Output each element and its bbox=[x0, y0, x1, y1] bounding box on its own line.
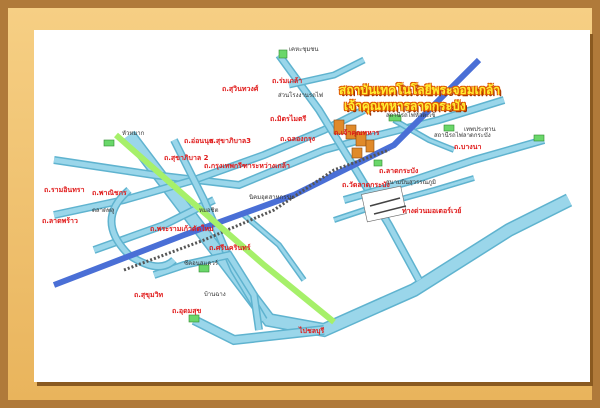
place-label: บ้านฉาง bbox=[204, 291, 226, 298]
road-label: ถ.สุวินทวงศ์ bbox=[222, 85, 259, 93]
place-label: หมอชิต bbox=[199, 207, 219, 214]
campus-buildings bbox=[333, 119, 375, 159]
place-label: สถานีรถไฟลาดกระบัง bbox=[434, 132, 491, 139]
road-label: ถ.ฉลองกรุง bbox=[280, 135, 315, 143]
road-label: ถ.สุขาภิบาล3 bbox=[209, 137, 252, 145]
road-label: ถ.กรุงเทพกรีฑาระหว่างเกล้า bbox=[204, 162, 290, 170]
railway-line bbox=[123, 148, 390, 272]
title-line-1: สถาบันเทคโนโลยีพระจอมเกล้า bbox=[339, 83, 501, 97]
road-label: ถ.ลาดพร้าว bbox=[42, 217, 78, 225]
place-label: ซีคอนสแควร์ bbox=[184, 260, 218, 267]
place-label: เคหะชุมชน bbox=[289, 46, 319, 53]
road-label: ไปชลบุรี bbox=[299, 327, 325, 335]
road-label: ถ.พระรามเก้าตัดใหม่ bbox=[150, 225, 214, 233]
bts-line bbox=[114, 132, 336, 325]
road-label: ถ.อ่อนนุช bbox=[184, 137, 214, 145]
road-label: ถ.อุดมสุข bbox=[172, 307, 202, 315]
airport-runway bbox=[361, 185, 407, 223]
place-label: ตลาดพลู bbox=[92, 207, 115, 214]
place-label: หัวหมาก bbox=[122, 130, 145, 137]
road-label: ถ.วัดลาดกระบัง bbox=[342, 181, 390, 189]
road-label: ถ.บางนา bbox=[454, 143, 482, 151]
map-canvas bbox=[52, 49, 573, 346]
road-label: ถ.เจ้าคุณทหาร bbox=[334, 129, 380, 137]
place-label: ส่วนโรงงานรถไฟ bbox=[278, 92, 324, 99]
airport-rail-line bbox=[52, 57, 482, 288]
road-label: ทางด่วนมอเตอร์เวย์ bbox=[402, 207, 462, 215]
road-label: ถ.สุขาภิบาล 2 bbox=[164, 154, 209, 162]
road-label: ถ.มิตรไมตรี bbox=[270, 115, 307, 123]
green-buildings bbox=[103, 49, 545, 323]
road-label: ถ.รามอินทรา bbox=[44, 186, 85, 194]
road-label: ถ.สุขุมวิท bbox=[134, 291, 164, 299]
road-label: ถ.ร่มเกล้า bbox=[272, 77, 303, 85]
place-label: นิคมอุตสาหกรรม bbox=[249, 194, 294, 201]
place-label: สถานีรถไฟหัวตะเข้ bbox=[386, 112, 436, 119]
place-label: สนามบินสุวรรณภูมิ bbox=[386, 179, 436, 186]
road-label: ถ.ศรีนครินทร์ bbox=[209, 244, 251, 252]
title-line-2: เจ้าคุณทหารลาดกระบัง bbox=[344, 99, 466, 113]
road-label: ถ.พาณิชกร bbox=[92, 189, 127, 197]
frame-mat: สถาบันเทคโนโลยีพระจอมเกล้า เจ้าคุณทหารลา… bbox=[8, 8, 592, 400]
map-card: สถาบันเทคโนโลยีพระจอมเกล้า เจ้าคุณทหารลา… bbox=[34, 30, 590, 382]
place-label: เทพประทาน bbox=[464, 126, 496, 133]
road-label: ถ.ลาดกระบัง bbox=[379, 167, 419, 175]
